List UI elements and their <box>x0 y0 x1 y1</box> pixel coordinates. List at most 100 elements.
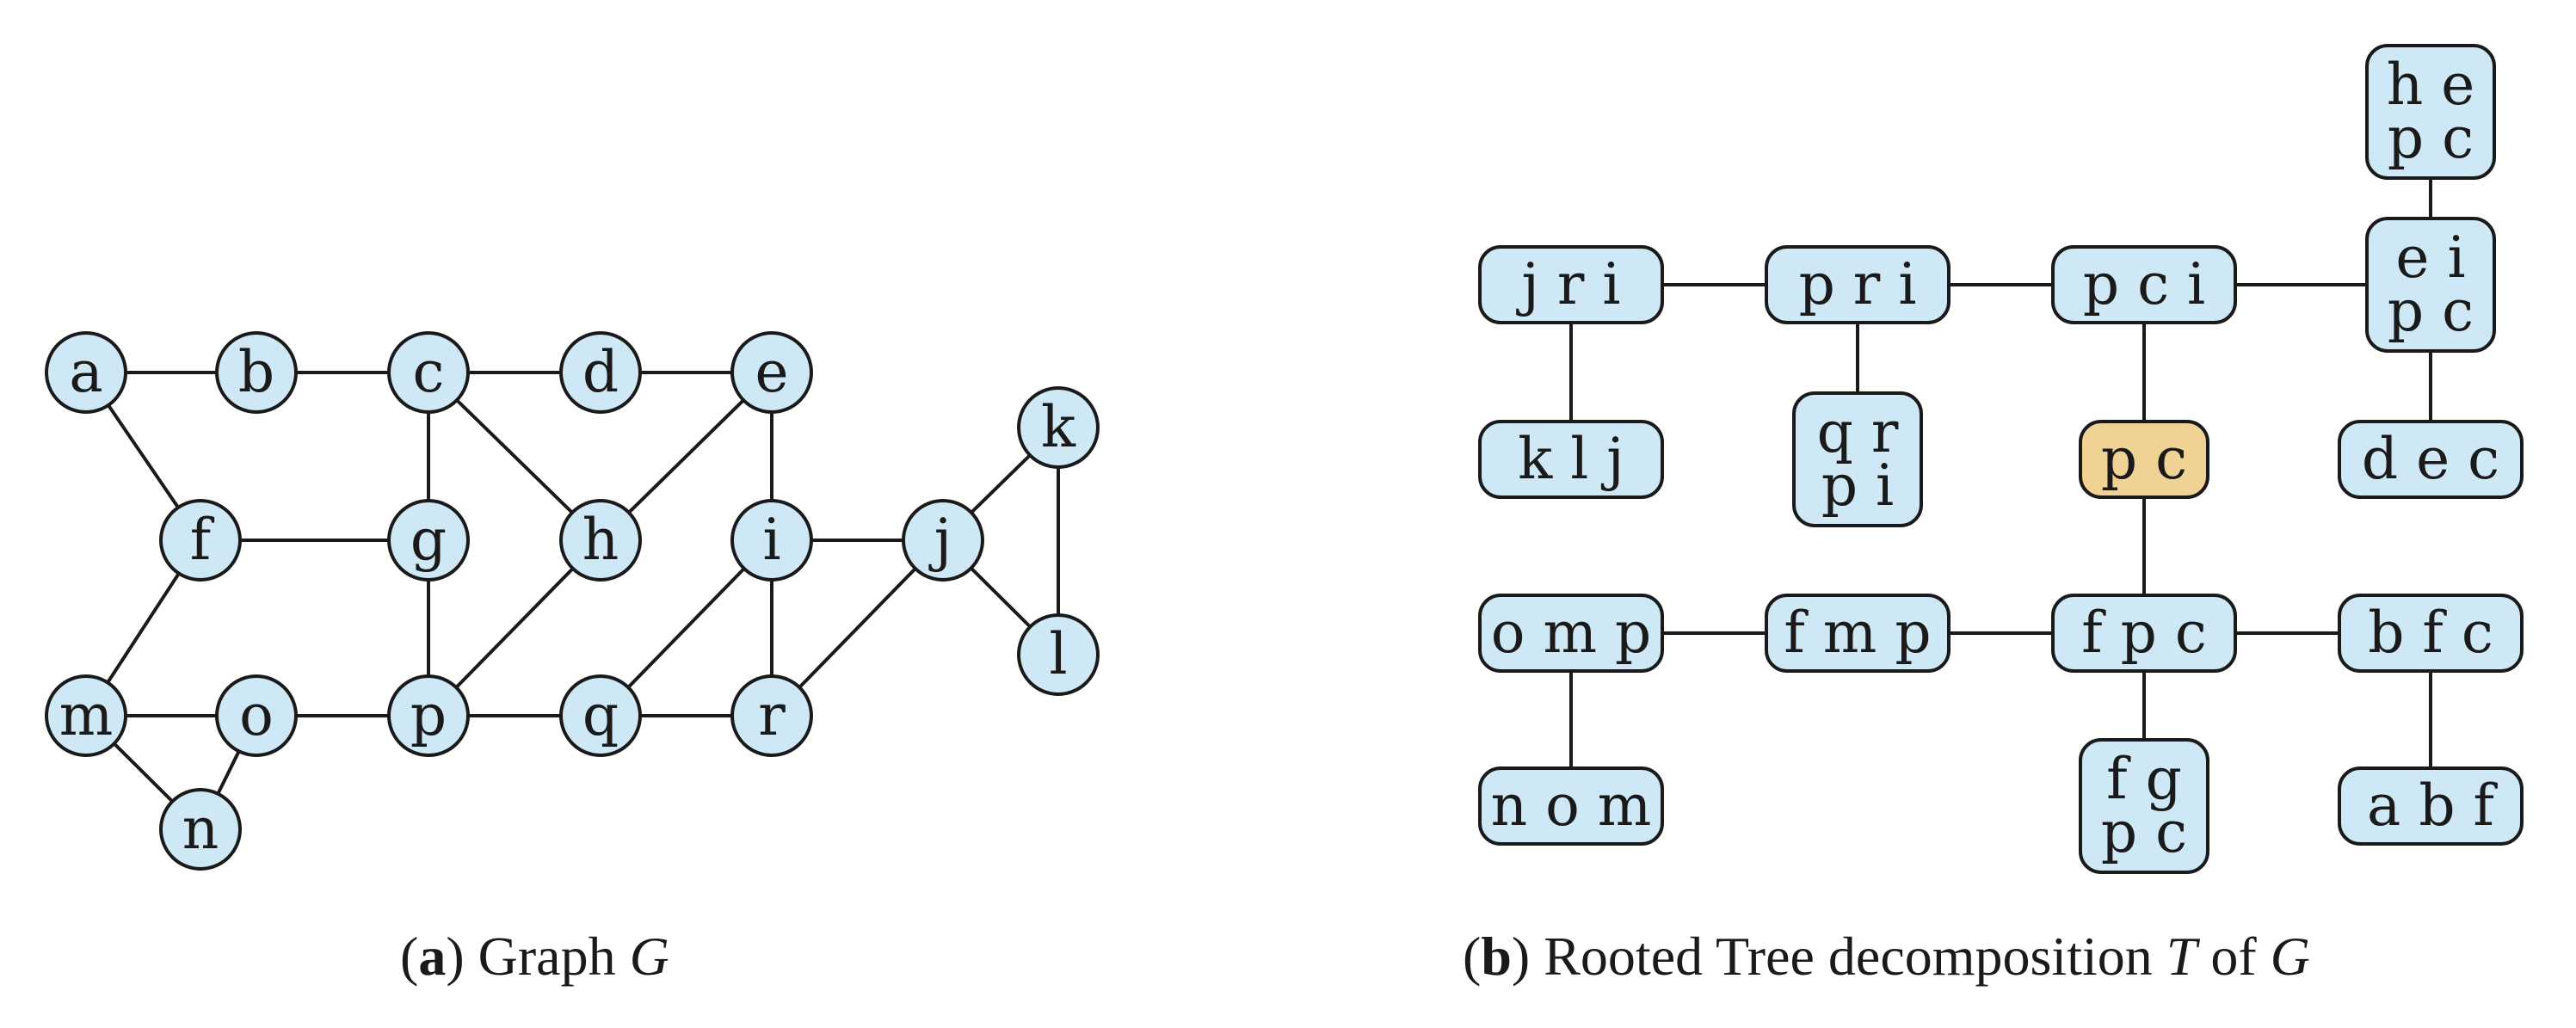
tree-bag-label: o m p <box>1491 600 1652 666</box>
tree-edges <box>1569 112 2432 806</box>
tree-bag-box <box>1478 245 1664 324</box>
graph-node-g: g <box>387 499 470 582</box>
tree-bag-label: p c <box>2101 799 2187 865</box>
tree-bag-label: p c i <box>2083 251 2205 317</box>
tree-bag-abf: a b f <box>2338 766 2524 846</box>
tree-bag-label: p c <box>2388 105 2474 171</box>
graph-node-circle <box>730 499 813 582</box>
tree-bag-box <box>2365 217 2496 353</box>
graph-node-circle <box>45 331 127 414</box>
graph-node-label: g <box>410 507 447 573</box>
graph-node-l: l <box>1017 613 1100 696</box>
tree-bag-pc: p c <box>2079 420 2209 499</box>
graph-node-circle <box>1017 613 1100 696</box>
tree-bag-eipc: e ip c <box>2365 217 2496 353</box>
graph-node-circle <box>387 331 470 414</box>
tree-bag-box <box>2051 594 2237 673</box>
tree-bag-label: n o m <box>1491 773 1652 839</box>
tree-bag-hepc: h ep c <box>2365 44 2496 180</box>
graph-node-circle <box>45 674 127 757</box>
tree-bag-label: p r i <box>1799 251 1917 317</box>
tree-bag-label: q r <box>1817 399 1899 465</box>
tree-bag-label: p i <box>1821 452 1894 519</box>
tree-bag-label: a b f <box>2367 773 2499 839</box>
tree-bag-nom: n o m <box>1478 766 1664 846</box>
graph-node-circle <box>730 674 813 757</box>
tree-bag-box <box>1478 420 1664 499</box>
caption-b-text: Rooted Tree decomposition <box>1544 926 2166 987</box>
tree-bag-jri: j r i <box>1478 245 1664 324</box>
graph-node-circle <box>730 331 813 414</box>
tree-bag-label: e i <box>2395 225 2465 291</box>
tree-bag-box <box>2338 594 2524 673</box>
caption-a-text: Graph <box>478 926 630 987</box>
tree-bag-box <box>1765 594 1950 673</box>
tree-bag-box <box>1478 766 1664 846</box>
tree-bag-qrpi: q rp i <box>1792 391 1923 527</box>
caption-graph-g: (a) Graph G <box>400 926 669 987</box>
tree-bag-box <box>2079 738 2209 874</box>
graph-node-r: r <box>730 674 813 757</box>
graph-node-label: a <box>69 339 102 405</box>
tree-bag-box <box>2051 245 2237 324</box>
graph-node-f: f <box>159 499 242 582</box>
graph-node-label: k <box>1041 394 1076 460</box>
graph-node-k: k <box>1017 386 1100 469</box>
tree-bag-fgpc: f gp c <box>2079 738 2209 874</box>
tree-bag-label: f g <box>2106 746 2182 812</box>
tree-bag-bfc: b f c <box>2338 594 2524 673</box>
caption-b-label: b <box>1481 926 1512 987</box>
caption-a-label: a <box>418 926 447 987</box>
graph-node-circle <box>902 499 984 582</box>
graph-node-circle <box>159 499 242 582</box>
graph-node-label: c <box>413 339 445 405</box>
graph-node-m: m <box>45 674 127 757</box>
graph-node-b: b <box>215 331 298 414</box>
tree-bag-box <box>2338 420 2524 499</box>
graph-node-label: h <box>582 507 619 573</box>
graph-node-label: i <box>762 507 780 573</box>
graph-node-label: l <box>1049 621 1067 687</box>
caption-a-var: G <box>629 926 669 987</box>
tree-bag-label: d e c <box>2362 426 2499 492</box>
tree-bag-fpc: f p c <box>2051 594 2237 673</box>
caption-b-var2: G <box>2270 926 2310 987</box>
graph-node-circle <box>559 674 642 757</box>
tree-bag-box <box>1792 391 1923 527</box>
graph-node-n: n <box>159 788 242 871</box>
tree-bag-klj: k l j <box>1478 420 1664 499</box>
graph-node-h: h <box>559 499 642 582</box>
graph-node-circle <box>387 499 470 582</box>
graph-node-label: m <box>59 682 114 748</box>
graph-node-label: d <box>582 339 619 405</box>
tree-bag-label: f p c <box>2081 600 2207 666</box>
tree-bag-fmp: f m p <box>1765 594 1950 673</box>
graph-node-circle <box>559 499 642 582</box>
graph-node-label: r <box>758 682 786 748</box>
graph-node-circle <box>215 331 298 414</box>
graph-node-circle <box>387 674 470 757</box>
tree-bag-pci: p c i <box>2051 245 2237 324</box>
tree-bag-label: h e <box>2387 52 2475 118</box>
graph-node-p: p <box>387 674 470 757</box>
graph-node-i: i <box>730 499 813 582</box>
graph-node-circle <box>1017 386 1100 469</box>
graph-node-label: p <box>410 682 447 748</box>
tree-bag-label: j r i <box>1515 251 1620 317</box>
tree-bag-pri: p r i <box>1765 245 1950 324</box>
tree-bag-omp: o m p <box>1478 594 1664 673</box>
graph-node-label: e <box>755 339 788 405</box>
graph-edges <box>84 371 1060 831</box>
tree-bag-label: k l j <box>1518 426 1624 492</box>
caption-tree-decomposition: (b) Rooted Tree decomposition T of G <box>1463 926 2310 987</box>
tree-bag-label: f m p <box>1784 600 1931 666</box>
graph-node-d: d <box>559 331 642 414</box>
graph-node-o: o <box>215 674 298 757</box>
tree-bag-label: b f c <box>2368 600 2493 666</box>
graph-node-label: f <box>190 507 215 573</box>
